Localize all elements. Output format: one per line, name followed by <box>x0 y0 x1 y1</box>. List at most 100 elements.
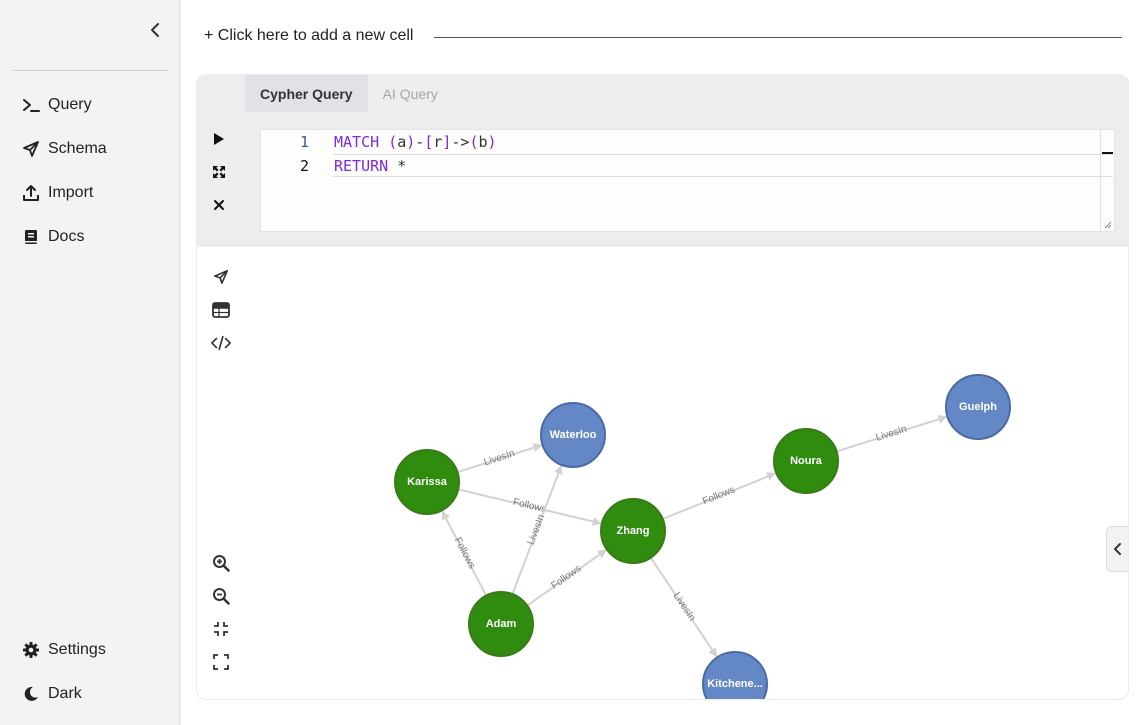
sidebar-item-query[interactable]: Query <box>22 93 92 117</box>
query-cell: Cypher Query AI Query 1 MATCH (a)-[r]->(… <box>196 74 1129 700</box>
add-cell-button[interactable]: + Click here to add a new cell <box>204 27 414 44</box>
run-button[interactable] <box>209 129 229 149</box>
edge-label: Follows <box>452 536 477 571</box>
sidebar-item-label: Settings <box>48 641 106 658</box>
node-label: Waterloo <box>550 429 597 441</box>
chevron-left-icon <box>1113 543 1121 555</box>
sidebar: Query Schema Import Docs Settings Dark <box>0 0 180 725</box>
edge-label: Follows <box>512 497 548 516</box>
add-cell-row: + Click here to add a new cell <box>204 27 1122 49</box>
graph-view-button[interactable] <box>211 267 231 287</box>
node-label: Kitchene... <box>707 678 763 690</box>
graph-node-adam[interactable]: Adam <box>468 591 534 657</box>
editor-cursor-marker <box>1102 152 1113 154</box>
node-circle <box>394 449 460 515</box>
sidebar-item-dark-mode[interactable]: Dark <box>22 682 82 706</box>
sidebar-item-import[interactable]: Import <box>22 181 93 205</box>
expand-side-panel-button[interactable] <box>1106 526 1128 572</box>
edge-label: LivesIn <box>875 424 909 444</box>
graph-edge[interactable]: LivesIn <box>836 415 948 453</box>
node-label: Karissa <box>407 476 448 488</box>
edge-label: LivesIn <box>483 448 517 468</box>
book-icon <box>25 230 37 244</box>
graph-edge[interactable]: LivesIn <box>649 557 718 658</box>
zoom-in-icon <box>213 555 230 572</box>
editor-scrollbar[interactable] <box>1100 130 1114 231</box>
send-icon <box>23 141 39 157</box>
graph-edge[interactable]: Follows <box>457 488 602 526</box>
moon-icon <box>24 686 38 701</box>
chevron-left-icon <box>151 23 159 37</box>
node-circle <box>468 591 534 657</box>
zoom-out-button[interactable] <box>211 586 231 606</box>
line-code: MATCH (a)-[r]->(b) <box>334 132 497 151</box>
node-circle <box>600 498 666 564</box>
graph-edge[interactable]: LivesIn <box>457 443 543 474</box>
node-label: Zhang <box>617 525 650 537</box>
graph-node-guelph[interactable]: Guelph <box>945 374 1011 440</box>
edge-line <box>457 443 543 474</box>
graph-canvas[interactable]: LivesInFollowsFollowsLivesInFollowsFollo… <box>197 247 1129 700</box>
graph-edge[interactable]: Follows <box>662 472 777 520</box>
editor-line: 1 MATCH (a)-[r]->(b) <box>261 130 1116 153</box>
cypher-editor[interactable]: 1 MATCH (a)-[r]->(b) 2 RETURN * <box>260 129 1115 232</box>
play-icon <box>214 133 224 145</box>
run-toolbar <box>209 129 229 228</box>
tab-ai-query[interactable]: AI Query <box>382 85 438 102</box>
graph-node-zhang[interactable]: Zhang <box>600 498 666 564</box>
zoom-out-icon <box>213 588 230 605</box>
query-tabs: Cypher Query AI Query <box>245 75 453 112</box>
table-icon <box>212 302 230 318</box>
node-circle <box>945 374 1011 440</box>
compress-icon <box>214 622 228 636</box>
sidebar-item-docs[interactable]: Docs <box>22 225 84 249</box>
edge-label: LivesIn <box>671 591 698 623</box>
graph-edge[interactable]: Follows <box>526 549 607 607</box>
sidebar-item-label: Schema <box>48 140 107 157</box>
graph-node-kitchener[interactable]: Kitchene... <box>702 651 768 700</box>
graph-edge[interactable]: LivesIn <box>511 464 563 595</box>
collapse-sidebar-button[interactable] <box>146 20 166 40</box>
sidebar-item-schema[interactable]: Schema <box>22 137 107 161</box>
tab-cypher-query[interactable]: Cypher Query <box>245 75 368 112</box>
edge-label: LivesIn <box>526 513 548 547</box>
resize-handle-icon[interactable] <box>1104 221 1112 229</box>
gear-icon <box>23 642 39 658</box>
edge-label: Follows <box>549 563 583 592</box>
query-cell-header: Cypher Query AI Query 1 MATCH (a)-[r]->(… <box>197 75 1128 247</box>
json-view-button[interactable] <box>211 333 231 353</box>
add-cell-divider <box>434 37 1122 38</box>
sidebar-item-label: Import <box>48 184 94 201</box>
expand-button[interactable] <box>209 162 229 182</box>
graph-node-noura[interactable]: Noura <box>773 428 839 494</box>
fullscreen-button[interactable] <box>211 652 231 672</box>
remove-cell-button[interactable] <box>209 195 229 215</box>
edge-line <box>526 549 607 607</box>
edge-label: Follows <box>701 484 737 507</box>
node-label: Adam <box>486 618 517 630</box>
graph-node-karissa[interactable]: Karissa <box>394 449 460 515</box>
sidebar-item-label: Docs <box>48 228 85 245</box>
sidebar-divider <box>13 70 169 71</box>
edge-line <box>457 488 602 526</box>
graph-node-waterloo[interactable]: Waterloo <box>540 402 606 468</box>
edge-line <box>649 557 718 658</box>
sidebar-item-settings[interactable]: Settings <box>22 638 106 662</box>
terminal-icon <box>23 99 40 112</box>
edge-line <box>511 464 563 595</box>
fullscreen-icon <box>213 654 229 670</box>
code-icon <box>211 335 231 351</box>
send-icon <box>213 269 229 285</box>
active-line-highlight <box>333 154 1113 177</box>
zoom-in-button[interactable] <box>211 553 231 573</box>
main-area: + Click here to add a new cell Cypher Qu… <box>181 0 1146 725</box>
upload-icon <box>23 185 39 201</box>
fit-to-view-button[interactable] <box>211 619 231 639</box>
node-circle <box>773 428 839 494</box>
sidebar-item-label: Dark <box>48 685 82 702</box>
line-number: 2 <box>299 156 309 175</box>
table-view-button[interactable] <box>211 300 231 320</box>
node-circle <box>540 402 606 468</box>
node-label: Guelph <box>959 401 997 413</box>
graph-edge[interactable]: Follows <box>441 510 488 597</box>
